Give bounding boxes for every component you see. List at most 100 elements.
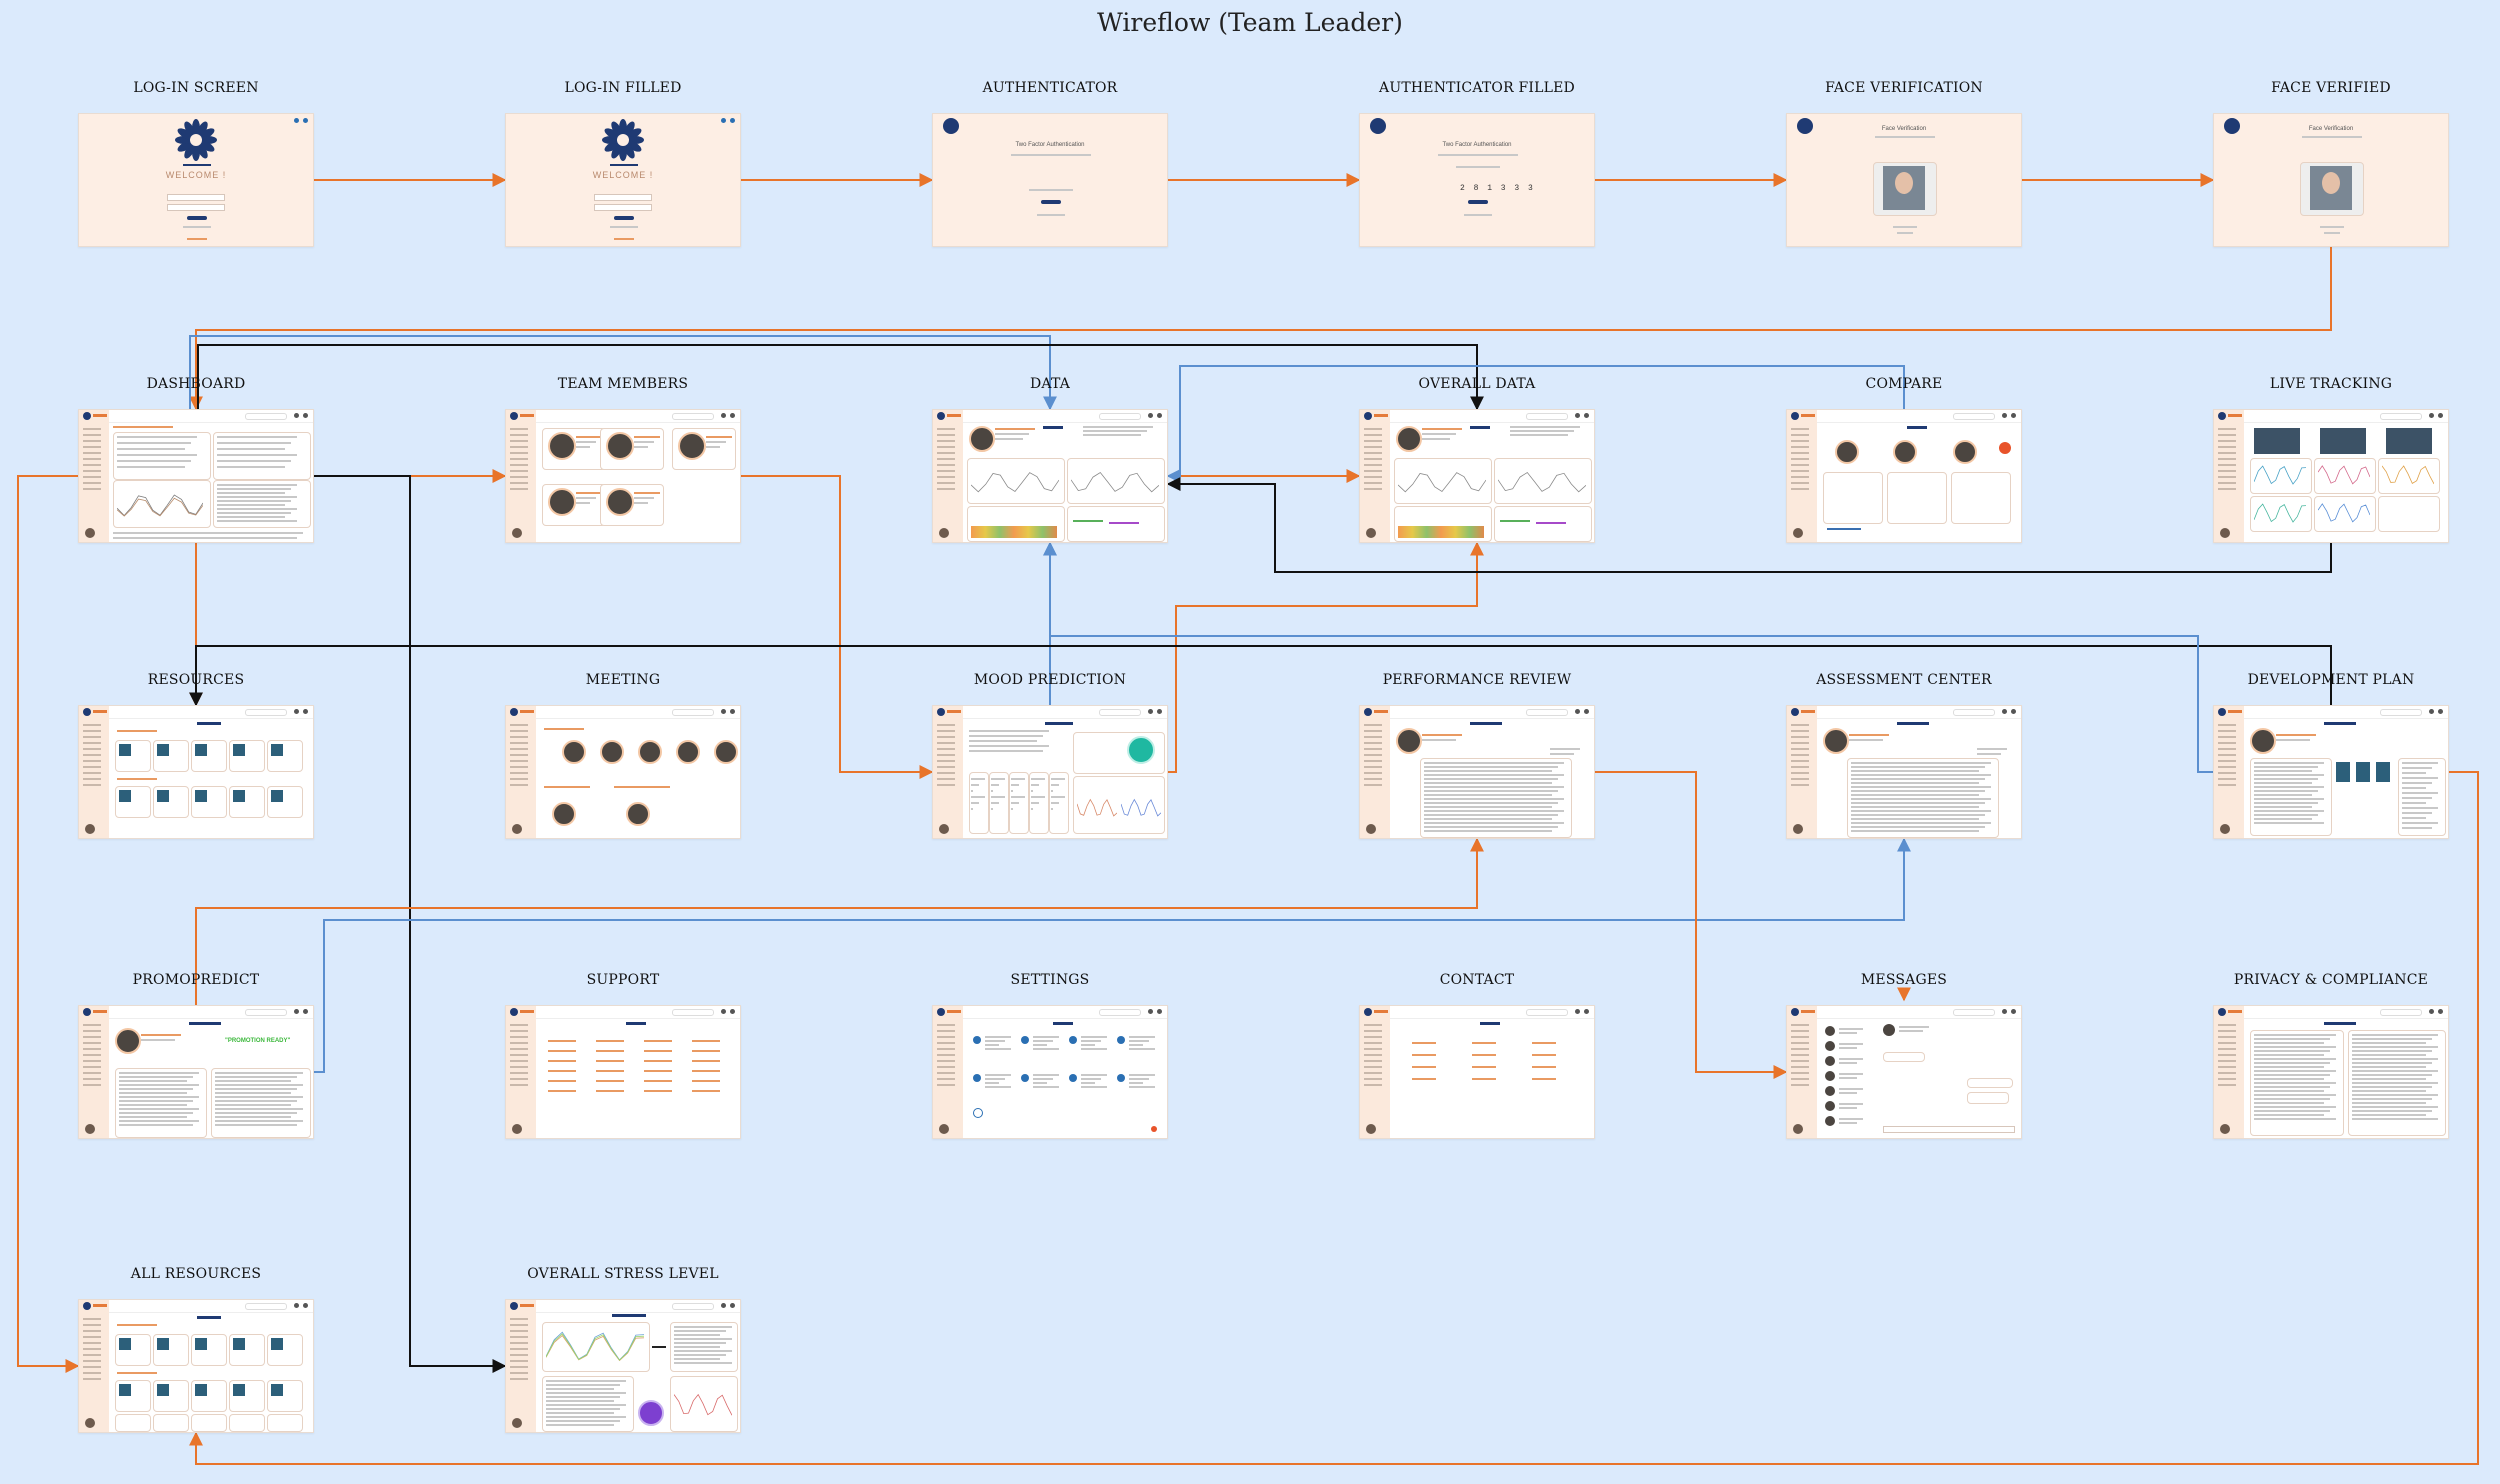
- sidebar-item: [2218, 724, 2236, 726]
- text-line: [1424, 826, 1558, 828]
- avatar: [2220, 528, 2230, 538]
- screen-stress[interactable]: [505, 1299, 741, 1433]
- screen-label: PROMOPREDICT: [132, 972, 260, 988]
- auth-code: 2 8 1 3 3 3: [1460, 184, 1535, 193]
- screen-privacy[interactable]: [2213, 1005, 2449, 1139]
- top-bar: [536, 410, 740, 423]
- auth-heading: Two Factor Authentication: [1015, 142, 1085, 148]
- logo-petal: [184, 142, 196, 159]
- text-line: [2254, 1042, 2324, 1044]
- sidebar-item: [937, 1060, 955, 1062]
- sidebar-item: [1791, 772, 1809, 774]
- screen-promopredict[interactable]: "PROMOTION READY": [78, 1005, 314, 1139]
- sidebar-item: [937, 428, 955, 430]
- screen-meeting[interactable]: [505, 705, 741, 839]
- screen-development-plan[interactable]: [2213, 705, 2449, 839]
- screen-authenticator[interactable]: Two Factor Authentication: [932, 113, 1168, 247]
- notification-icon: [1575, 709, 1580, 714]
- instruction-line: [1875, 136, 1935, 138]
- sidebar-item: [83, 1054, 101, 1056]
- diagram-title: Wireflow (Team Leader): [1097, 8, 1403, 37]
- profile-icon: [2438, 1009, 2443, 1014]
- text-line: [117, 466, 185, 468]
- screen-live-tracking[interactable]: [2213, 409, 2449, 543]
- text-line: [1851, 822, 1991, 824]
- search-field: [245, 1009, 287, 1016]
- sidebar-item: [1364, 452, 1382, 454]
- text-line: [546, 1388, 614, 1390]
- settings-icon: [1021, 1036, 1029, 1044]
- screen-resources[interactable]: [78, 705, 314, 839]
- mood-chart: [967, 458, 1065, 504]
- screen-team-members[interactable]: [505, 409, 741, 543]
- sidebar-item: [510, 1354, 528, 1356]
- text-line: [1839, 1077, 1857, 1079]
- screen-compare[interactable]: [1786, 409, 2022, 543]
- top-bar: [2244, 706, 2448, 719]
- text-line: [1033, 1040, 1053, 1042]
- screen-label: MEETING: [585, 672, 661, 688]
- text-line: [1851, 806, 1979, 808]
- text-line: [2402, 787, 2426, 789]
- sidebar-item: [510, 1030, 528, 1032]
- screen-authenticator-filled[interactable]: Two Factor Authentication 2 8 1 3 3 3: [1359, 113, 1595, 247]
- camera-feed: [2254, 428, 2300, 454]
- text-line: [546, 1400, 614, 1402]
- text-line: [1031, 790, 1033, 792]
- scatter-card: [1951, 472, 2011, 524]
- screen-dashboard[interactable]: [78, 409, 314, 543]
- sidebar-item: [510, 1036, 528, 1038]
- scatter-card: [1887, 472, 1947, 524]
- screen-face-verified[interactable]: Face Verification: [2213, 113, 2449, 247]
- screen-messages[interactable]: [1786, 1005, 2022, 1139]
- text-line: [674, 1350, 732, 1352]
- logo-wordmark: [520, 1304, 534, 1307]
- text-line: [2352, 1090, 2426, 1092]
- text-line: [674, 1358, 720, 1360]
- sidebar-item: [83, 748, 101, 750]
- screen-contact[interactable]: [1359, 1005, 1595, 1139]
- top-bar: [2244, 1006, 2448, 1019]
- sidebar-item: [937, 1024, 955, 1026]
- sidebar-item: [510, 772, 528, 774]
- screen-support[interactable]: [505, 1005, 741, 1139]
- connector-dashboard-to-overall-data: [197, 344, 1484, 411]
- screen-performance-review[interactable]: [1359, 705, 1595, 839]
- sidebar-item: [937, 760, 955, 762]
- text-line: [2402, 812, 2432, 814]
- search-field: [1099, 413, 1141, 420]
- sidebar-item: [83, 1348, 101, 1350]
- screen-overall-data[interactable]: [1359, 409, 1595, 543]
- username-field: [594, 194, 652, 201]
- contact-avatar: [1825, 1056, 1835, 1066]
- screen-assessment-center[interactable]: [1786, 705, 2022, 839]
- logo-icon: [1797, 118, 1813, 134]
- sidebar-item: [2218, 766, 2236, 768]
- sidebar-item: [83, 736, 101, 738]
- support-link: [596, 1070, 624, 1072]
- screen-login-filled[interactable]: WELCOME !: [505, 113, 741, 247]
- screen-settings[interactable]: [932, 1005, 1168, 1139]
- resource-thumb: [195, 1338, 207, 1350]
- support-link: [692, 1070, 720, 1072]
- profile-icon: [1584, 709, 1589, 714]
- screen-mood-prediction[interactable]: [932, 705, 1168, 839]
- text-line: [706, 441, 726, 443]
- auth-heading: Two Factor Authentication: [1442, 142, 1512, 148]
- text-line: [2352, 1110, 2432, 1112]
- screen-login[interactable]: WELCOME !: [78, 113, 314, 247]
- text-line: [2254, 1110, 2330, 1112]
- sidebar-item: [1364, 1036, 1382, 1038]
- profile-icon: [1157, 413, 1162, 418]
- chart-line: [2318, 465, 2370, 485]
- screen-face-verification[interactable]: Face Verification: [1786, 113, 2022, 247]
- text-line: [674, 1338, 732, 1340]
- screen-label: FACE VERIFIED: [2271, 80, 2391, 96]
- support-link: [548, 1060, 576, 1062]
- screen-data[interactable]: [932, 409, 1168, 543]
- text-line: [1424, 790, 1558, 792]
- screen-all-resources[interactable]: [78, 1299, 314, 1433]
- text-line: [1083, 434, 1141, 436]
- text-line: [113, 532, 303, 534]
